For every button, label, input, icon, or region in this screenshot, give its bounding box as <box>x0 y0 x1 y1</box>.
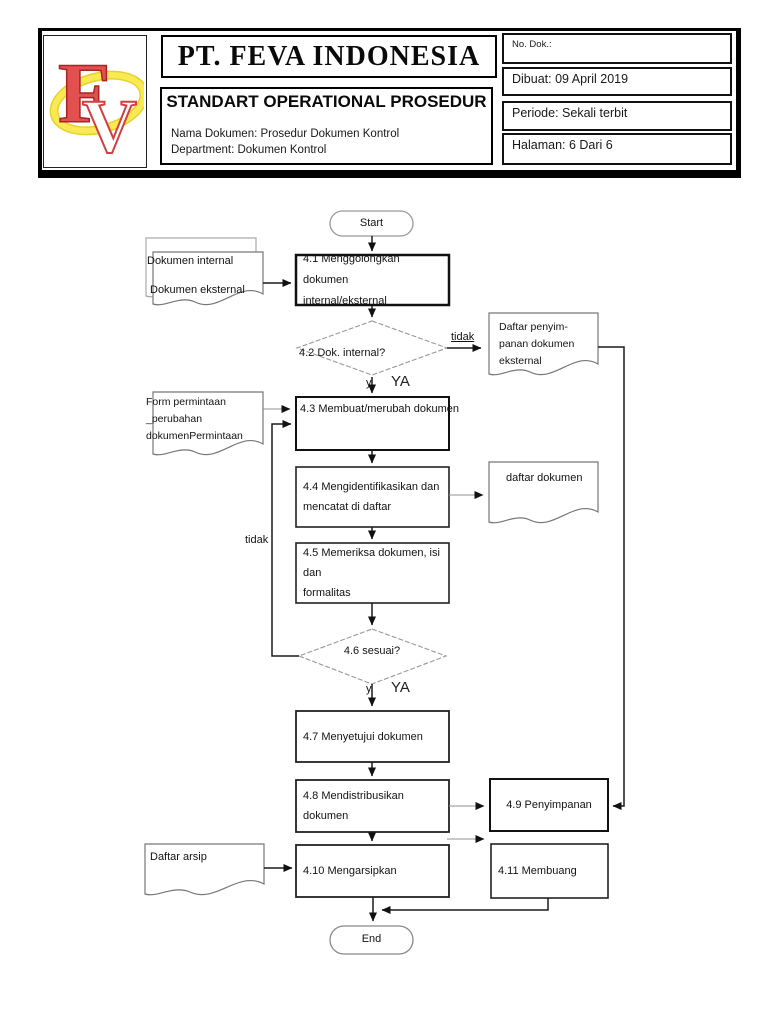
field-periode: Periode: Sekali terbit <box>502 101 732 131</box>
document-eksternal-shape <box>152 251 264 306</box>
flow-connectors-thin <box>263 405 485 843</box>
document-daftar-dokumen-label: daftar dokumen <box>506 472 583 484</box>
logo-letter-f: F <box>58 45 111 141</box>
logo-letter-v: V <box>82 85 137 164</box>
field-dibuat: Dibuat: 09 April 2019 <box>502 67 732 96</box>
process-4-3-label: 4.3 Membuat/merubah dokumen <box>300 403 459 415</box>
end-terminal-label: End <box>361 933 382 945</box>
edge-label-y-4-2: y <box>366 377 372 389</box>
process-4-5-shape <box>295 542 450 604</box>
decision-4-2-label: 4.2 Dok. internal? <box>299 347 386 359</box>
process-4-8-shape <box>295 779 450 833</box>
edge-label-ya-4-6: YA <box>391 679 410 696</box>
document-name-line: Nama Dokumen: Prosedur Dokumen Kontrol <box>171 128 400 140</box>
process-4-8-label: 4.8 Mendistribusikan dokumen <box>303 790 404 822</box>
process-4-9-shape <box>489 778 609 832</box>
document-type-title: STANDART OPERATIONAL PROSEDUR <box>166 92 487 111</box>
edge-label-y-4-6: y <box>366 683 372 695</box>
process-4-10-label: 4.10 Mengarsipkan <box>303 865 397 877</box>
start-terminal-label: Start <box>359 217 384 229</box>
document-daftar-penyimpanan-shape <box>488 312 599 376</box>
field-halaman: Halaman: 6 Dari 6 <box>502 133 732 165</box>
field-no-dok: No. Dok.: <box>502 33 732 64</box>
flow-connectors <box>263 236 625 922</box>
document-form-permintaan-shape <box>152 391 264 456</box>
process-4-9-label: 4.9 Penyimpanan <box>506 799 592 811</box>
company-logo: F V <box>43 35 149 170</box>
process-4-11-label: 4.11 Membuang <box>498 865 577 877</box>
process-4-1-label: 4.1 Menggolongkan dokumen internal/ekste… <box>303 252 400 307</box>
decision-4-6-label: 4.6 sesuai? <box>343 645 401 657</box>
company-name-box: PT. FEVA INDONESIA <box>161 35 497 78</box>
document-form-permintaan-label: Form permintaan _perubahan dokumenPermin… <box>146 396 243 442</box>
logo-ring <box>51 72 147 134</box>
document-daftar-arsip-shape <box>144 843 265 896</box>
company-name: PT. FEVA INDONESIA <box>177 40 481 72</box>
department-line: Department: Dokumen Kontrol <box>171 144 327 156</box>
process-4-7-label: 4.7 Menyetujui dokumen <box>303 730 423 743</box>
process-4-3-shape <box>295 396 450 451</box>
document-daftar-dokumen-shape <box>488 461 599 524</box>
document-internal-label: Dokumen internal <box>147 255 234 267</box>
edge-label-ya-4-2: YA <box>391 373 410 390</box>
process-4-7-shape <box>295 710 450 763</box>
process-4-4-shape <box>295 466 450 528</box>
edge-label-tidak-4-2: tidak <box>451 331 475 343</box>
process-4-11-shape <box>490 843 609 899</box>
logo-graphic: F V <box>49 44 149 170</box>
document-daftar-penyimpanan-label: Daftar penyim- panan dokumen eksternal <box>499 321 575 367</box>
end-terminal-shape <box>329 925 414 955</box>
decision-4-2-shape <box>295 320 449 376</box>
document-type-box: STANDART OPERATIONAL PROSEDUR Nama Dokum… <box>160 87 493 165</box>
document-eksternal-label: Dokumen eksternal <box>150 284 245 296</box>
process-4-5-label: 4.5 Memeriksa dokumen, isi dan formalita… <box>303 547 440 599</box>
document-daftar-arsip-label: Daftar arsip <box>150 851 207 863</box>
edge-label-tidak-4-6: tidak <box>245 534 269 546</box>
process-4-4-label: 4.4 Mengidentifikasikan dan mencatat di … <box>303 481 440 513</box>
